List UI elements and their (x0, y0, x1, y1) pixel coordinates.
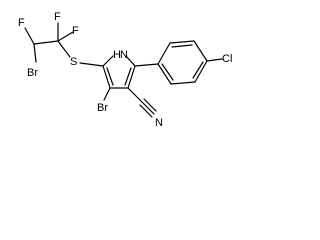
benzene-inner-1 (171, 44, 193, 48)
atom-s: S (70, 56, 77, 68)
benzene-inner-2 (192, 61, 204, 79)
benzene-bond-3 (193, 40, 208, 62)
benzene-bond-4 (194, 60, 208, 83)
bond-c4-c5-inner (106, 67, 114, 86)
bond-s-c5 (79, 62, 104, 67)
bond-c2-c3-inner (124, 67, 132, 86)
bond-cn-triple-1 (141, 101, 155, 115)
structure-canvas: F F F Br S H N Br N Cl (0, 0, 256, 145)
benzene-bond-6 (157, 63, 172, 85)
atom-br-ring: Br (97, 102, 108, 114)
benzene-bond-5 (170, 81, 196, 85)
atom-n-nitrile: N (155, 117, 163, 129)
atom-f-chf: F (18, 17, 25, 29)
bond-c2-aryl (134, 63, 159, 67)
bond-chf-f (24, 27, 35, 45)
bond-c4-c5 (102, 65, 111, 89)
chemical-structure: F F F Br S H N Br N Cl (18, 11, 232, 129)
atom-br-chain: Br (27, 67, 38, 79)
bond-cn-triple-3 (139, 104, 153, 118)
bond-chf-cf2 (33, 40, 59, 45)
bond-c2-c3 (127, 65, 136, 89)
benzene-bond-2 (169, 40, 195, 44)
bond-c-cl (206, 58, 223, 62)
atom-cl: Cl (222, 53, 232, 65)
atom-f-cf2-b: F (72, 25, 79, 37)
bond-cn-triple-2 (143, 98, 157, 112)
bond-c3-cn (127, 87, 143, 103)
bond-chf-br (33, 43, 37, 63)
bond-cf2-s (57, 40, 71, 58)
atom-f-cf2-a: F (54, 11, 61, 23)
atom-n-ring: N (120, 49, 128, 61)
bond-c5-n1 (102, 55, 114, 67)
benzene-bond-1 (157, 42, 171, 65)
bond-n1-c2 (125, 55, 136, 67)
benzene-inner-3 (161, 63, 174, 81)
bond-c4-br (103, 87, 111, 101)
bond-cf2-fb (57, 31, 74, 42)
atom-h-on-n: H (113, 49, 121, 61)
